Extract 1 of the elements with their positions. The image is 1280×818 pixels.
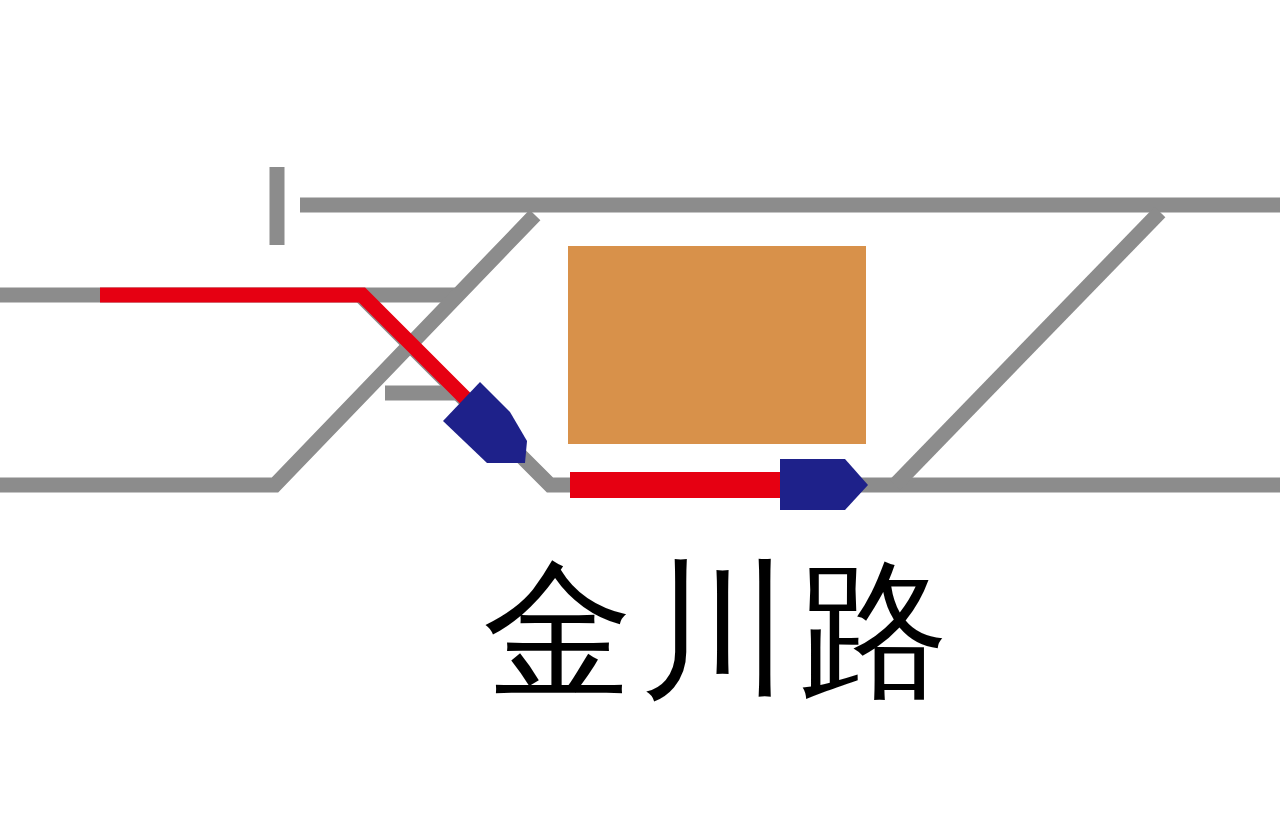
station-name: 金川路 <box>482 548 958 713</box>
